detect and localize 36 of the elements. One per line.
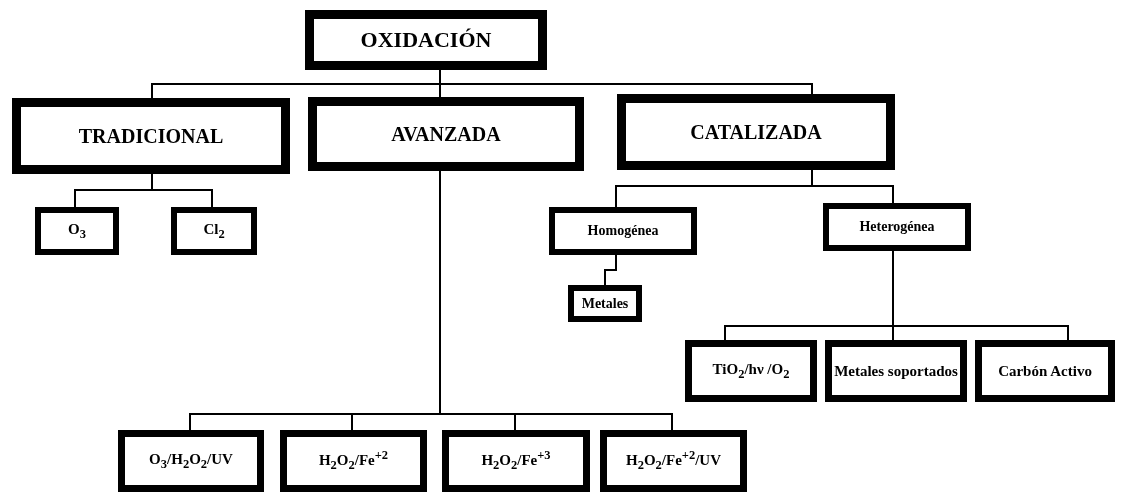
category-label: O$_{3}$/H$_{2}$O$_{2}$/UV [149, 450, 233, 472]
category-box [442, 430, 590, 492]
category-box [823, 203, 971, 251]
category-box [549, 207, 697, 255]
category-box [617, 94, 895, 170]
category-label: TRADICIONAL [78, 125, 224, 147]
category-box [171, 207, 257, 255]
category-box [825, 340, 967, 402]
category-label: Cl$_{2}$ [203, 220, 225, 242]
category-box [280, 430, 427, 492]
category-box [568, 285, 642, 322]
category-label: TiO$_{2}$/hν /O$_{2}$ [712, 360, 790, 382]
category-label: H$_{2}$O$_{2}$/Fe$^{+2}$/UV [625, 449, 722, 473]
category-label: Metales soportados [834, 362, 958, 380]
category-label: H$_{2}$O$_{2}$/Fe$^{+3}$ [481, 449, 551, 473]
connector-line [892, 250, 1069, 341]
category-box [975, 340, 1115, 402]
category-label: O$_{3}$ [68, 220, 86, 242]
category-label: OXIDACIÓN [360, 27, 492, 53]
category-label: Homogénea [587, 223, 659, 239]
category-label: CATALIZADA [690, 121, 822, 143]
category-box [35, 207, 119, 255]
category-label: H$_{2}$O$_{2}$/Fe$^{+2}$ [318, 449, 389, 473]
category-label: Metales [581, 295, 629, 312]
category-label: Heterogénea [859, 219, 935, 235]
category-box [308, 97, 584, 171]
category-box [600, 430, 747, 492]
connector-line [604, 254, 617, 286]
category-box [12, 98, 290, 174]
category-label: Carbón Activo [998, 362, 1092, 380]
connector-line [151, 173, 213, 208]
connector-line [811, 169, 894, 204]
category-label: AVANZADA [391, 123, 501, 145]
category-box [685, 340, 817, 402]
category-box [118, 430, 264, 492]
category-box [305, 10, 547, 70]
